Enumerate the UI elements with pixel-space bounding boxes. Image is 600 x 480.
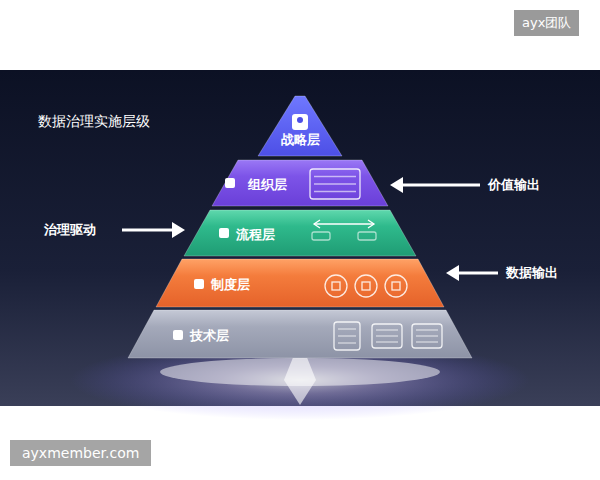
watermark: ayxmember.com	[10, 440, 151, 466]
layer-shape	[212, 160, 388, 206]
diagram-title: 数据治理实施层级	[38, 113, 150, 131]
pyramid-layer: 流程层	[184, 210, 416, 256]
pyramid-layer: 组织层	[212, 160, 388, 206]
layer-label: 制度层	[211, 276, 250, 294]
pyramid-layer: 技术层	[128, 310, 472, 358]
pyramid-layer: 战略层	[258, 96, 342, 156]
layer-shape	[184, 210, 416, 256]
arrow-label: 治理驱动	[44, 221, 96, 239]
layer-label: 组织层	[248, 176, 287, 194]
layer-label: 流程层	[236, 226, 275, 244]
arrow-label: 价值输出	[488, 176, 540, 194]
watermark: ayx团队	[514, 10, 579, 36]
layer-shape	[156, 259, 444, 307]
layer-label: 技术层	[190, 327, 229, 345]
layer-shape	[128, 310, 472, 358]
pyramid-layer: 制度层	[156, 259, 444, 307]
layer-label: 战略层	[281, 131, 320, 149]
arrow-label: 数据输出	[506, 264, 558, 282]
